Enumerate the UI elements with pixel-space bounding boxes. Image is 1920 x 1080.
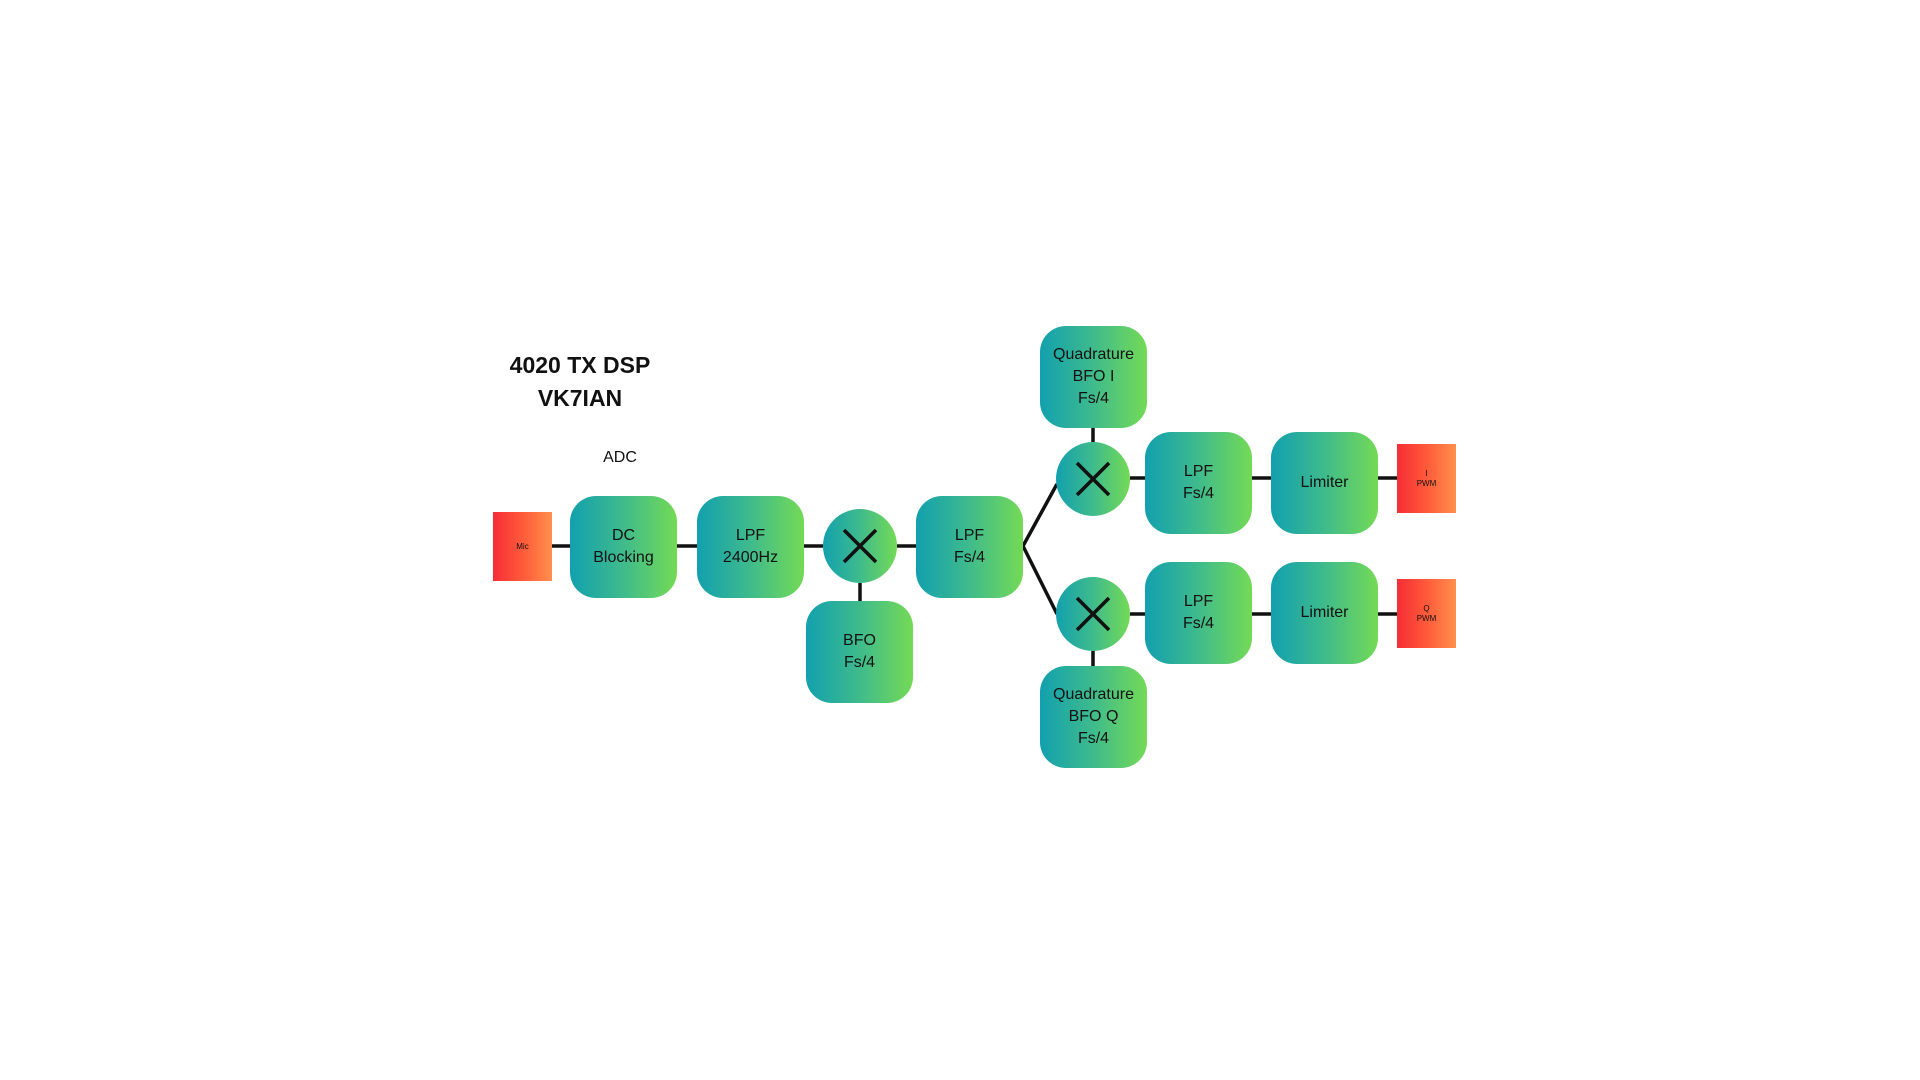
quad-bfo-q-line-3: Fs/4 [1077,730,1110,747]
i-output-line-1: I [1425,468,1428,478]
q-output-line-2: PWM [1416,613,1437,623]
mic-label: Mic [516,541,529,551]
bfo-block: BFO Fs/4 [806,601,913,703]
q-pwm-output-box: Q PWM [1397,579,1456,648]
lpf-2400-line-2: 2400Hz [722,549,779,566]
dc-blocking-line-2: Blocking [593,549,654,566]
lpf-fs4-line-2: Fs/4 [953,549,986,566]
lpf-i-line-2: Fs/4 [1182,485,1215,502]
lpf-i-block: LPF Fs/4 [1145,432,1252,534]
wire-split-i [1021,483,1059,547]
lpf-q-block: LPF Fs/4 [1145,562,1252,664]
quad-bfo-i-line-2: BFO I [1072,368,1115,385]
quad-bfo-q-line-2: BFO Q [1068,708,1119,725]
lpf-fs4-block: LPF Fs/4 [916,496,1023,598]
lpf-q-line-2: Fs/4 [1182,615,1215,632]
title-line-2: VK7IAN [537,385,623,411]
multiply-icon [842,528,878,564]
adc-label: ADC [603,449,637,466]
limiter-i-label: Limiter [1300,474,1349,491]
multiply-icon [1075,596,1111,632]
limiter-i-block: Limiter [1271,432,1378,534]
mic-input-box: Mic [493,512,552,581]
quad-bfo-q-line-1: Quadrature [1053,686,1134,703]
quad-bfo-i-line-3: Fs/4 [1077,390,1110,407]
lpf-2400-block: LPF 2400Hz [697,496,804,598]
limiter-q-label: Limiter [1300,604,1349,621]
mixer-q [1056,577,1130,651]
wire-split-q [1021,545,1059,615]
i-output-line-2: PWM [1416,478,1437,488]
mixer-main [823,509,897,583]
q-output-line-1: Q [1423,603,1430,613]
bfo-line-1: BFO [843,632,876,649]
bfo-line-2: Fs/4 [843,654,876,671]
lpf-2400-line-1: LPF [735,527,766,544]
title-line-1: 4020 TX DSP [509,352,651,378]
lpf-fs4-line-1: LPF [954,527,985,544]
quadrature-bfo-q-block: Quadrature BFO Q Fs/4 [1040,666,1147,768]
diagram-title: 4020 TX DSP VK7IAN [475,349,685,415]
dc-blocking-block: DC Blocking [570,496,677,598]
multiply-icon [1075,461,1111,497]
i-pwm-output-box: I PWM [1397,444,1456,513]
lpf-q-line-1: LPF [1183,593,1214,610]
mixer-i [1056,442,1130,516]
limiter-q-block: Limiter [1271,562,1378,664]
dc-blocking-line-1: DC [611,527,636,544]
lpf-i-line-1: LPF [1183,463,1214,480]
quadrature-bfo-i-block: Quadrature BFO I Fs/4 [1040,326,1147,428]
quad-bfo-i-line-1: Quadrature [1053,346,1134,363]
